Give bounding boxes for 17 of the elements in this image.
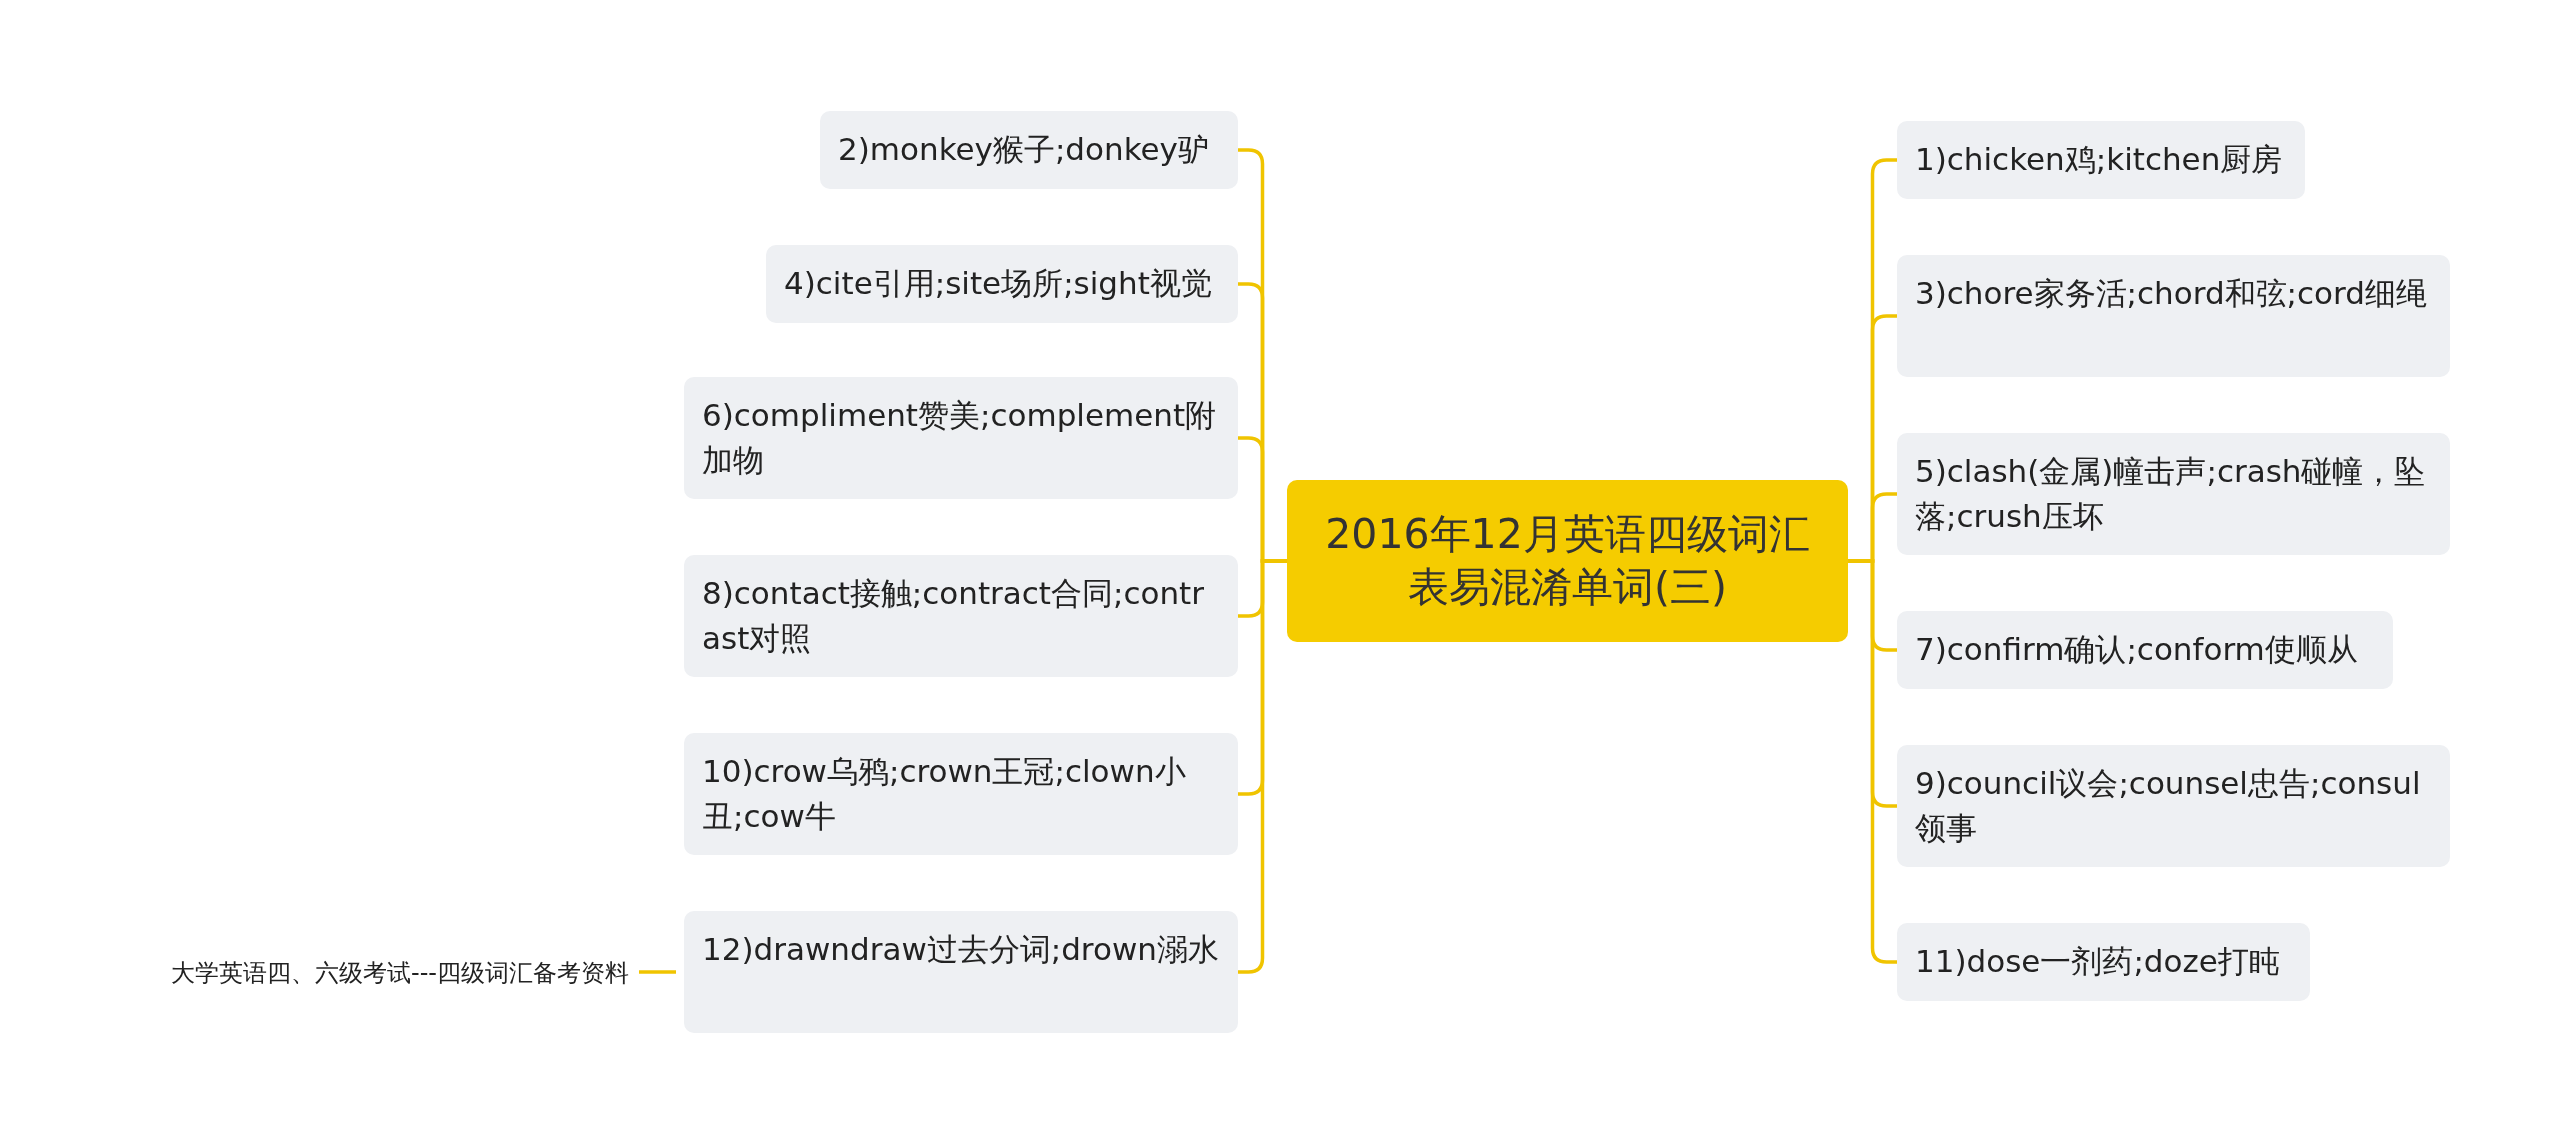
topic-box: 8)contact接触;contract合同;contrast对照 bbox=[684, 555, 1238, 677]
topic-box: 2016年12月英语四级词汇表易混淆单词(三) bbox=[1287, 480, 1848, 642]
connector-line bbox=[1848, 559, 1897, 964]
topic-box: 3)chore家务活;chord和弦;cord细绳 bbox=[1897, 255, 2450, 377]
topic-box: 5)clash(金属)幢击声;crash碰幢，坠落;crush压坏 bbox=[1897, 433, 2450, 555]
connector-line bbox=[1238, 559, 1287, 974]
topic-box: 2)monkey猴子;donkey驴 bbox=[820, 111, 1238, 189]
connector-line bbox=[639, 970, 676, 974]
note-text: 大学英语四、六级考试---四级词汇备考资料 bbox=[171, 957, 629, 989]
topic-box: 11)dose一剂药;doze打盹 bbox=[1897, 923, 2310, 1001]
topic-box: 7)confirm确认;conform使顺从 bbox=[1897, 611, 2393, 689]
topic-box: 10)crow乌鸦;crown王冠;clown小丑;cow牛 bbox=[684, 733, 1238, 855]
topic-box: 6)compliment赞美;complement附加物 bbox=[684, 377, 1238, 499]
topic-box: 1)chicken鸡;kitchen厨房 bbox=[1897, 121, 2305, 199]
topic-box: 12)drawndraw过去分词;drown溺水 bbox=[684, 911, 1238, 1033]
topic-box: 9)council议会;counsel忠告;consul领事 bbox=[1897, 745, 2450, 867]
topic-box: 4)cite引用;site场所;sight视觉 bbox=[766, 245, 1238, 323]
